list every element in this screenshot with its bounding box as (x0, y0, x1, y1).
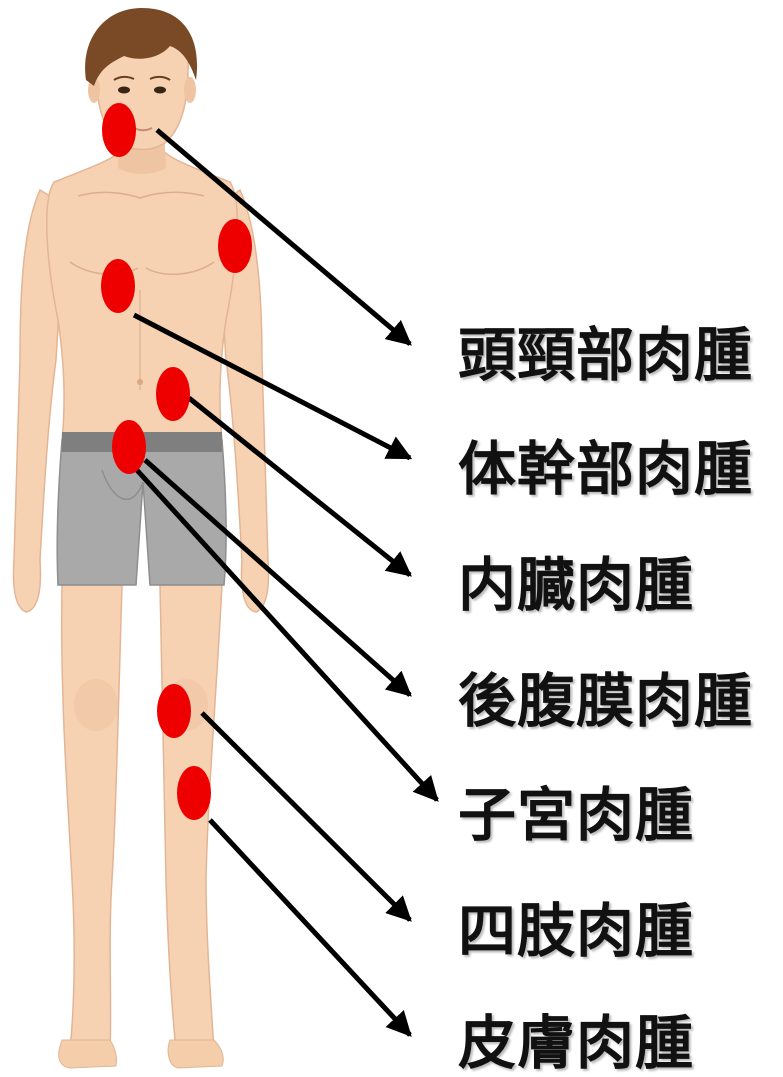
arrow-skin (210, 820, 410, 1035)
marker-thigh (157, 684, 191, 738)
label-limb-sarcoma: 四肢肉腫 (458, 902, 694, 960)
marker-abdomen (156, 367, 190, 421)
marker-face (102, 103, 136, 157)
label-visceral-sarcoma: 内臓肉腫 (458, 556, 694, 614)
marker-shin (177, 766, 211, 820)
marker-pelvis (112, 420, 146, 474)
label-head-neck-sarcoma: 頭頸部肉腫 (458, 326, 753, 384)
right-foot (168, 1040, 223, 1068)
marker-chest (101, 259, 135, 313)
label-skin-sarcoma: 皮膚肉腫 (458, 1014, 694, 1072)
left-leg (62, 585, 122, 1052)
label-retroperitoneal-sarcoma: 後腹膜肉腫 (458, 672, 753, 730)
left-foot (59, 1040, 117, 1068)
marker-shoulder (218, 219, 252, 273)
arrow-limb (202, 713, 410, 920)
label-trunk-sarcoma: 体幹部肉腫 (458, 440, 753, 498)
label-uterine-sarcoma: 子宮肉腫 (458, 786, 694, 844)
torso (47, 150, 237, 440)
